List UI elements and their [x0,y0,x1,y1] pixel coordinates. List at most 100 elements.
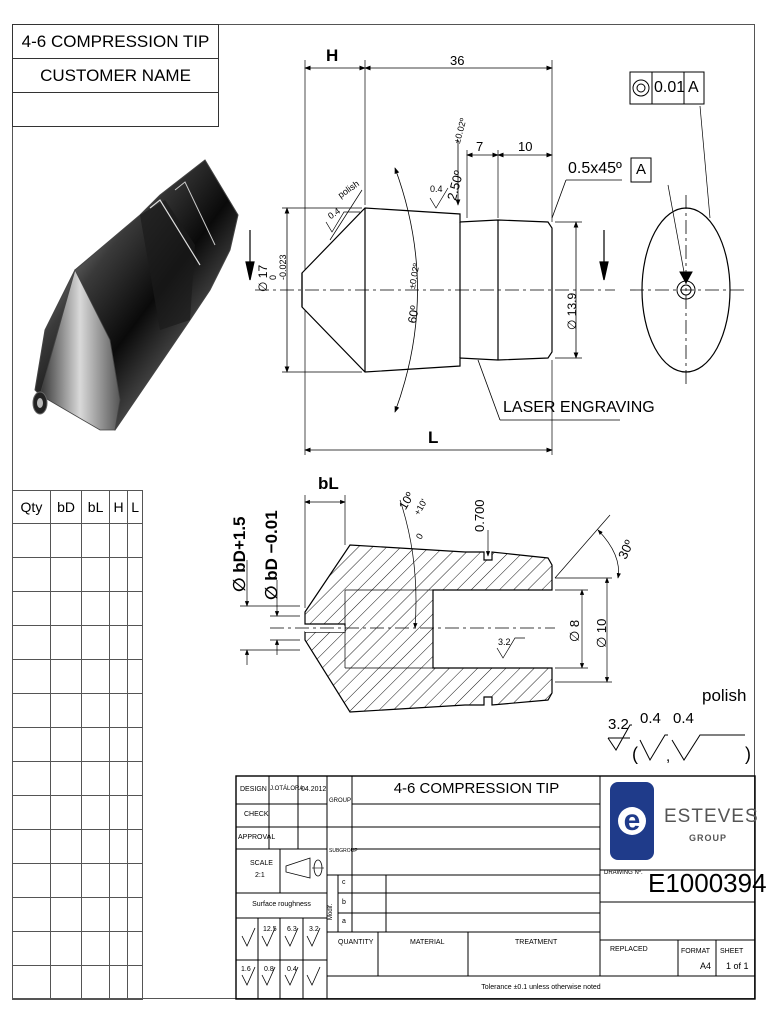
treatment-label: TREATMENT [515,939,558,946]
drawing-no-label: DRAWING Nº. [604,870,643,876]
surface-main: 3.2 [608,716,629,733]
concentricity-icon [632,79,650,97]
dim-l: L [428,428,439,447]
table-row [12,557,143,592]
dim-bl: bL [318,474,339,493]
dim-h: H [326,46,339,65]
table-cell[interactable] [108,965,129,1000]
chamfer-label: 0.5x45º [568,160,622,177]
table-row [12,931,143,966]
esteves-logo-icon: e [610,782,654,860]
table-cell[interactable] [81,829,110,864]
title-block-grid [235,775,756,1000]
table-cell[interactable] [49,727,83,762]
end-view [629,71,745,385]
top-view [245,60,622,455]
dim-10: 10 [518,139,533,154]
part-name: 4-6 COMPRESSION TIP [13,25,218,59]
designer-name: J.OTÁLORA [270,786,304,792]
table-cell[interactable] [81,591,110,626]
dia-bd-minus-label: ∅ bD −0.01 [262,510,281,600]
datum-flag: A [636,161,647,178]
table-row [12,829,143,864]
table-row [12,659,143,694]
geom-tol-value: 0.01 [654,79,686,96]
paren-open: ( [632,744,638,764]
format-label: FORMAT [681,948,711,955]
table-row [12,693,143,728]
design-date: 04.2012 [301,786,327,793]
table-cell[interactable] [127,965,143,1000]
rough-top-4: 3.2 [309,926,319,933]
modif-label: Modif. [328,903,334,920]
part-3d-render [32,159,239,431]
table-cell[interactable] [49,897,83,932]
title-box: 4-6 COMPRESSION TIP CUSTOMER NAME [12,24,219,127]
tol-17-lower: -0.023 [278,254,288,280]
dia-bd-plus-label: ∅ bD+1.5 [230,516,249,592]
rough-top-3: 6.3 [287,926,297,933]
tol-17-upper: 0 [268,274,278,280]
section-view [240,495,621,713]
subgroup-label: SUBGROUP [329,848,358,854]
table-cell[interactable] [49,795,83,830]
qty-header-bl: bL [81,490,110,524]
dia-8-label: ∅ 8 [567,619,582,642]
tolerance-note: Tolerance ±0.1 unless otherwise noted [481,984,601,991]
modif-a: a [342,918,346,925]
table-cell[interactable] [12,557,51,592]
logo-letter: e [618,806,646,836]
group-label: GROUP [329,798,352,804]
table-cell[interactable] [49,863,83,898]
dim-7: 7 [476,139,484,154]
drawing-number: E1000394 [648,868,767,898]
dim-0700-label: 0.700 [472,499,487,532]
table-row [12,965,143,1000]
surface-polish: polish [702,686,747,705]
rough-bottom-2: 0.8 [264,966,274,973]
table-cell[interactable] [49,761,83,796]
table-cell[interactable] [49,829,83,864]
table-row [12,761,143,796]
table-row [12,795,143,830]
replaced-label: REPLACED [610,946,648,953]
roughness-symbols [241,927,321,986]
table-row [12,625,143,660]
surface-finish-note [607,724,745,762]
paren-close: ) [745,744,751,764]
table-cell[interactable] [81,693,110,728]
table-cell[interactable] [12,829,51,864]
format-value: A4 [700,961,712,971]
design-label: DESIGN [240,786,267,793]
logo-name: ESTEVES [664,806,759,827]
dia-10-label: ∅ 10 [594,618,609,648]
table-row [12,727,143,762]
approval-label: APPROVAL [238,834,276,841]
material-label: MATERIAL [410,939,445,946]
rough-04-top: 0.4 [430,184,443,194]
logo-group: GROUP [689,833,728,843]
rough-32-section: 3.2 [498,637,511,647]
rough-bottom-1: 1.6 [241,966,251,973]
scale-value: 2:1 [255,872,265,879]
rough-bottom-3: 0.4 [287,966,297,973]
table-row [12,863,143,898]
check-label: CHECK [244,811,269,818]
table-row [12,897,143,932]
sheet-label: SHEET [720,948,744,955]
table-cell[interactable] [81,863,110,898]
scale-label: SCALE [250,860,273,867]
quantity-label: QUANTITY [338,939,374,946]
laser-label: LASER ENGRAVING [503,399,655,416]
surface-b: 0.4 [673,710,694,727]
table-cell[interactable] [12,965,51,1000]
table-cell[interactable] [81,659,110,694]
sheet-value: 1 of 1 [726,961,749,971]
modif-c: c [342,879,346,886]
surface-a: 0.4 [640,710,661,727]
title-block-title: 4-6 COMPRESSION TIP [393,780,560,797]
table-cell[interactable] [49,965,83,1000]
dia-13-9-label: ∅ 13.9 [565,292,579,330]
